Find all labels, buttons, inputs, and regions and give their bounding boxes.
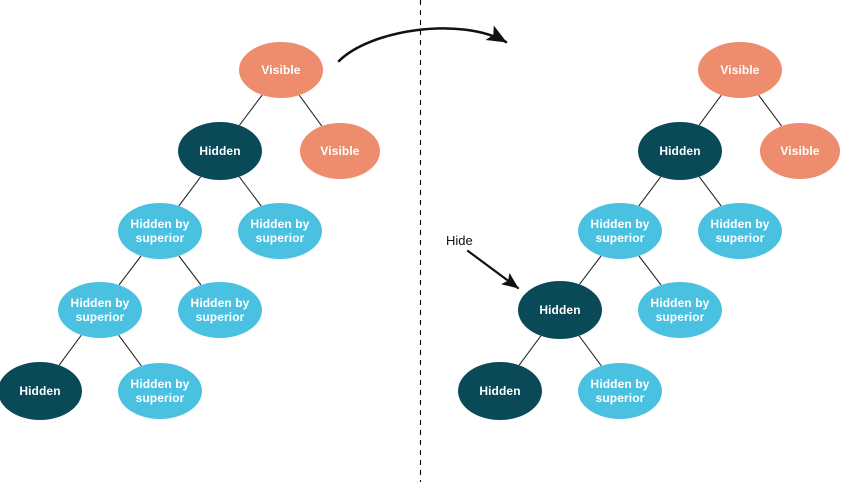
hide-annotation-label: Hide [446, 233, 473, 248]
tree-node-hidden-by-superior[interactable]: Hidden by superior [238, 203, 322, 259]
tree-node-label: Visible [320, 144, 360, 158]
tree-edge [118, 255, 142, 286]
tree-node-label: Hidden by superior [590, 217, 650, 245]
tree-node-label: Hidden by superior [710, 217, 770, 245]
tree-edge [698, 94, 722, 126]
tree-node-hidden[interactable]: Hidden [518, 281, 602, 339]
tree-node-label: Hidden by superior [650, 296, 710, 324]
tree-node-label: Visible [780, 144, 820, 158]
tree-node-label: Hidden [659, 144, 701, 158]
tree-node-label: Hidden by superior [590, 377, 650, 405]
tree-node-hidden-by-superior[interactable]: Hidden by superior [698, 203, 782, 259]
tree-edges [58, 94, 783, 367]
tree-node-hidden[interactable]: Hidden [638, 122, 722, 180]
tree-node-visible[interactable]: Visible [698, 42, 782, 98]
tree-edge [298, 94, 323, 127]
tree-node-label: Hidden by superior [250, 217, 310, 245]
tree-node-hidden-by-superior[interactable]: Hidden by superior [118, 203, 202, 259]
tree-node-label: Hidden by superior [190, 296, 250, 324]
tree-node-visible[interactable]: Visible [300, 123, 380, 179]
tree-node-hidden-by-superior[interactable]: Hidden by superior [118, 363, 202, 419]
tree-node-hidden[interactable]: Hidden [178, 122, 262, 180]
tree-edge [638, 255, 662, 286]
tree-node-label: Hidden [479, 384, 521, 398]
tree-node-label: Visible [720, 63, 760, 77]
tree-node-label: Visible [261, 63, 301, 77]
tree-edge [638, 176, 662, 207]
tree-edge [578, 335, 602, 367]
tree-node-label: Hidden [539, 303, 581, 317]
tree-node-label: Hidden by superior [130, 217, 190, 245]
tree-edge [178, 255, 202, 286]
transform-arrow-icon [337, 25, 508, 63]
tree-edge [238, 176, 262, 207]
tree-edge [238, 94, 263, 126]
tree-node-hidden-by-superior[interactable]: Hidden by superior [578, 363, 662, 419]
hide-arrow-icon [466, 249, 520, 290]
tree-node-hidden-by-superior[interactable]: Hidden by superior [58, 282, 142, 338]
tree-edge [698, 176, 722, 207]
tree-edge [758, 94, 783, 127]
tree-node-visible[interactable]: Visible [239, 42, 323, 98]
tree-edge [518, 335, 542, 366]
tree-node-label: Hidden by superior [70, 296, 130, 324]
tree-edge [118, 334, 142, 367]
tree-node-label: Hidden [19, 384, 61, 398]
tree-node-hidden[interactable]: Hidden [0, 362, 82, 420]
tree-edge [58, 334, 82, 366]
tree-edge [178, 176, 202, 207]
tree-node-hidden[interactable]: Hidden [458, 362, 542, 420]
tree-node-hidden-by-superior[interactable]: Hidden by superior [578, 203, 662, 259]
tree-node-visible[interactable]: Visible [760, 123, 840, 179]
tree-node-hidden-by-superior[interactable]: Hidden by superior [638, 282, 722, 338]
tree-node-label: Hidden [199, 144, 241, 158]
tree-node-hidden-by-superior[interactable]: Hidden by superior [178, 282, 262, 338]
tree-node-label: Hidden by superior [130, 377, 190, 405]
tree-edge [579, 255, 602, 285]
